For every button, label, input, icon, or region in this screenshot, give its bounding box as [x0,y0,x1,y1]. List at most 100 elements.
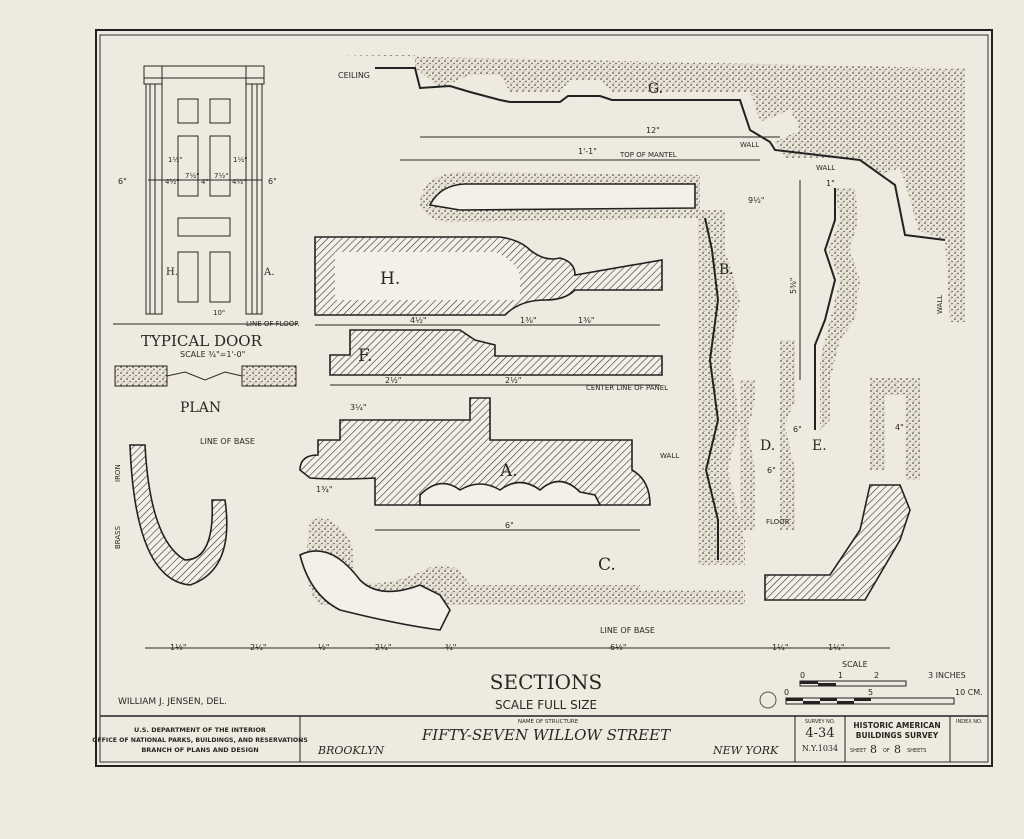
structure-name: FIFTY-SEVEN WILLOW STREET [421,726,671,744]
sheet-word: SHEET [850,748,867,754]
typical-door-scale: SCALE ¾"=1'-0" [180,350,245,359]
dim-g-width: 12" [646,126,660,135]
section-f-profile [329,329,663,376]
bottom-dim: 2¼" [375,643,392,652]
iron-label: IRON [114,464,122,482]
survey-code: N.Y.1034 [802,744,838,753]
line-of-base-left-label: LINE OF BASE [200,437,255,446]
section-f-marker: F. [358,346,373,366]
sheet-total: 8 [894,743,901,756]
agency-line-1: U.S. DEPARTMENT OF THE INTERIOR [134,726,266,734]
scale-tick: 0 [800,671,805,680]
scale-tick: 2 [874,671,879,680]
survey-number: 4-34 [805,726,834,741]
scale-tick: 3 INCHES [928,671,966,680]
program-line-1: HISTORIC AMERICAN [853,721,940,730]
ceiling-label: CEILING [338,71,370,80]
drawing-scale: SCALE FULL SIZE [495,698,597,712]
dim-a-width: 6" [505,521,514,530]
dim-vertical-4: 4" [895,423,904,432]
dim-b-top: 1" [826,179,835,188]
dim-e-height: 6" [793,425,802,434]
dim-h-b: 1⅜" [520,316,537,325]
sheet-number: 8 [870,743,877,756]
section-b-marker: B. [719,262,734,278]
seal-icon [759,691,777,709]
door-dim: 4½" [232,178,246,186]
dim-f-a: 2½" [385,376,402,385]
scale-tick: 10 CM. [955,688,983,697]
bottom-dim: 1½" [170,643,187,652]
of-word: OF [883,748,890,754]
city: BROOKLYN [317,744,384,757]
section-c-profile [306,517,745,605]
line-of-floor-label: LINE OF FLOOR [246,320,299,328]
section-g-marker: G. [648,81,663,97]
door-dim: 1½" [168,156,182,164]
door-dim: 4½" [165,178,179,186]
door-dim: 6" [268,177,277,186]
door-section-h-marker: H. [166,267,178,278]
section-d-profile [740,380,755,530]
dim-h-a: 4½" [410,316,427,325]
floor-label: FLOOR [766,518,790,526]
dim-mantel: 1'-1" [578,147,597,156]
bottom-dim: 2¼" [250,643,267,652]
iron-brass-profile [129,444,228,586]
typical-door-title: TYPICAL DOOR [141,332,263,350]
sheets-word: SHEETS [907,748,926,754]
dim-d-height: 6" [767,466,776,475]
scale-tick: 1 [838,671,843,680]
dim-h-c: 1⅜" [578,316,595,325]
section-c-marker: C. [598,555,616,575]
section-a-marker: A. [499,461,518,481]
section-c-molding [299,550,451,631]
door-dim: 7½" [214,172,228,180]
section-g-outline [375,67,946,241]
bottom-dim: 1¼" [828,643,845,652]
bottom-dim: ½" [318,643,329,652]
title-block [100,715,988,762]
door-plan [114,365,297,387]
agency-line-2: OFFICE OF NATIONAL PARKS, BUILDINGS, AND… [92,737,308,744]
structure-caption: NAME OF STRUCTURE [518,719,579,725]
section-a-profile [299,397,651,506]
dim-a-left: 1¾" [316,485,333,494]
door-dim: 1½" [233,156,247,164]
dim-f-b: 2½" [505,376,522,385]
section-e-marker: E. [812,438,827,454]
bottom-dim: 1¼" [772,643,789,652]
bottom-dim: ¾" [445,643,456,652]
line-of-base-bottom-label: LINE OF BASE [600,626,655,635]
program-line-2: BUILDINGS SURVEY [856,731,939,740]
center-line-of-panel-label: CENTER LINE OF PANEL [586,384,668,392]
outer-border [95,29,993,767]
door-dim: 6" [118,177,127,186]
scale-tick: 5 [868,688,873,697]
scale-tick: 0 [784,688,789,697]
scale-label: SCALE [842,660,868,669]
drawing-title: SECTIONS [490,670,602,694]
dim-b-height: 5⅜" [789,277,798,294]
door-dim: 7½" [185,172,199,180]
typical-door-elevation [113,65,297,325]
section-b-return-profile [820,188,860,430]
bottom-dim: 6½" [610,643,627,652]
index-caption: INDEX NO. [956,719,983,725]
door-dim: 10" [213,309,225,317]
top-of-mantel-label: TOP OF MANTEL [619,151,677,159]
right-base-molding [764,484,911,601]
section-d-marker: D. [760,438,775,454]
section-h-marker: H. [380,269,400,289]
section-g-profile [340,55,965,322]
plan-label: PLAN [180,400,221,416]
delineator: WILLIAM J. JENSEN, DEL. [118,697,227,707]
dim-a-top: 3¼" [350,403,367,412]
door-dim: 4" [201,178,209,186]
survey-caption: SURVEY NO. [805,719,836,725]
agency-line-3: BRANCH OF PLANS AND DESIGN [141,746,258,754]
state: NEW YORK [712,744,779,757]
wall-a-label: WALL [660,452,679,460]
